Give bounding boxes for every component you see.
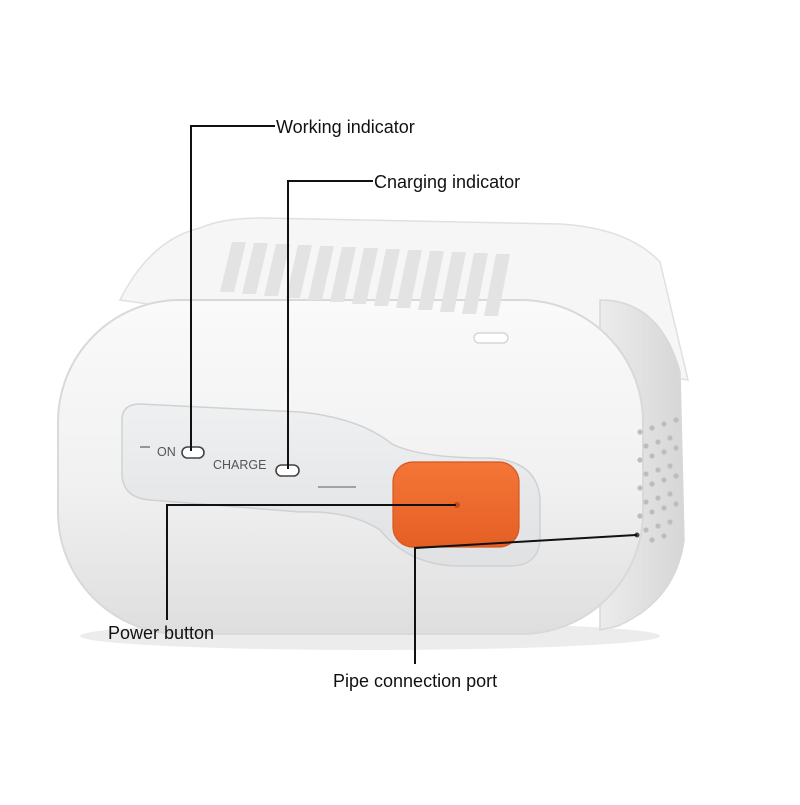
leader-lines xyxy=(166,125,638,664)
power-button-center xyxy=(454,502,460,508)
leader-charging xyxy=(287,180,373,469)
leader-working xyxy=(190,125,275,451)
charge-label: CHARGE xyxy=(213,458,266,472)
top-vent xyxy=(220,242,510,316)
top-notch xyxy=(473,332,509,344)
charging-indicator-label: Cnarging indicator xyxy=(374,172,521,192)
leader-power xyxy=(166,504,456,620)
on-label: ON xyxy=(157,445,176,459)
power-button-label: Power button xyxy=(108,623,215,643)
leader-pipe xyxy=(414,534,638,664)
working-indicator-led xyxy=(181,446,205,459)
side-vent xyxy=(637,417,679,543)
pipe-connection-port-label: Pipe connection port xyxy=(333,671,498,691)
working-indicator-label: Working indicator xyxy=(276,117,415,137)
